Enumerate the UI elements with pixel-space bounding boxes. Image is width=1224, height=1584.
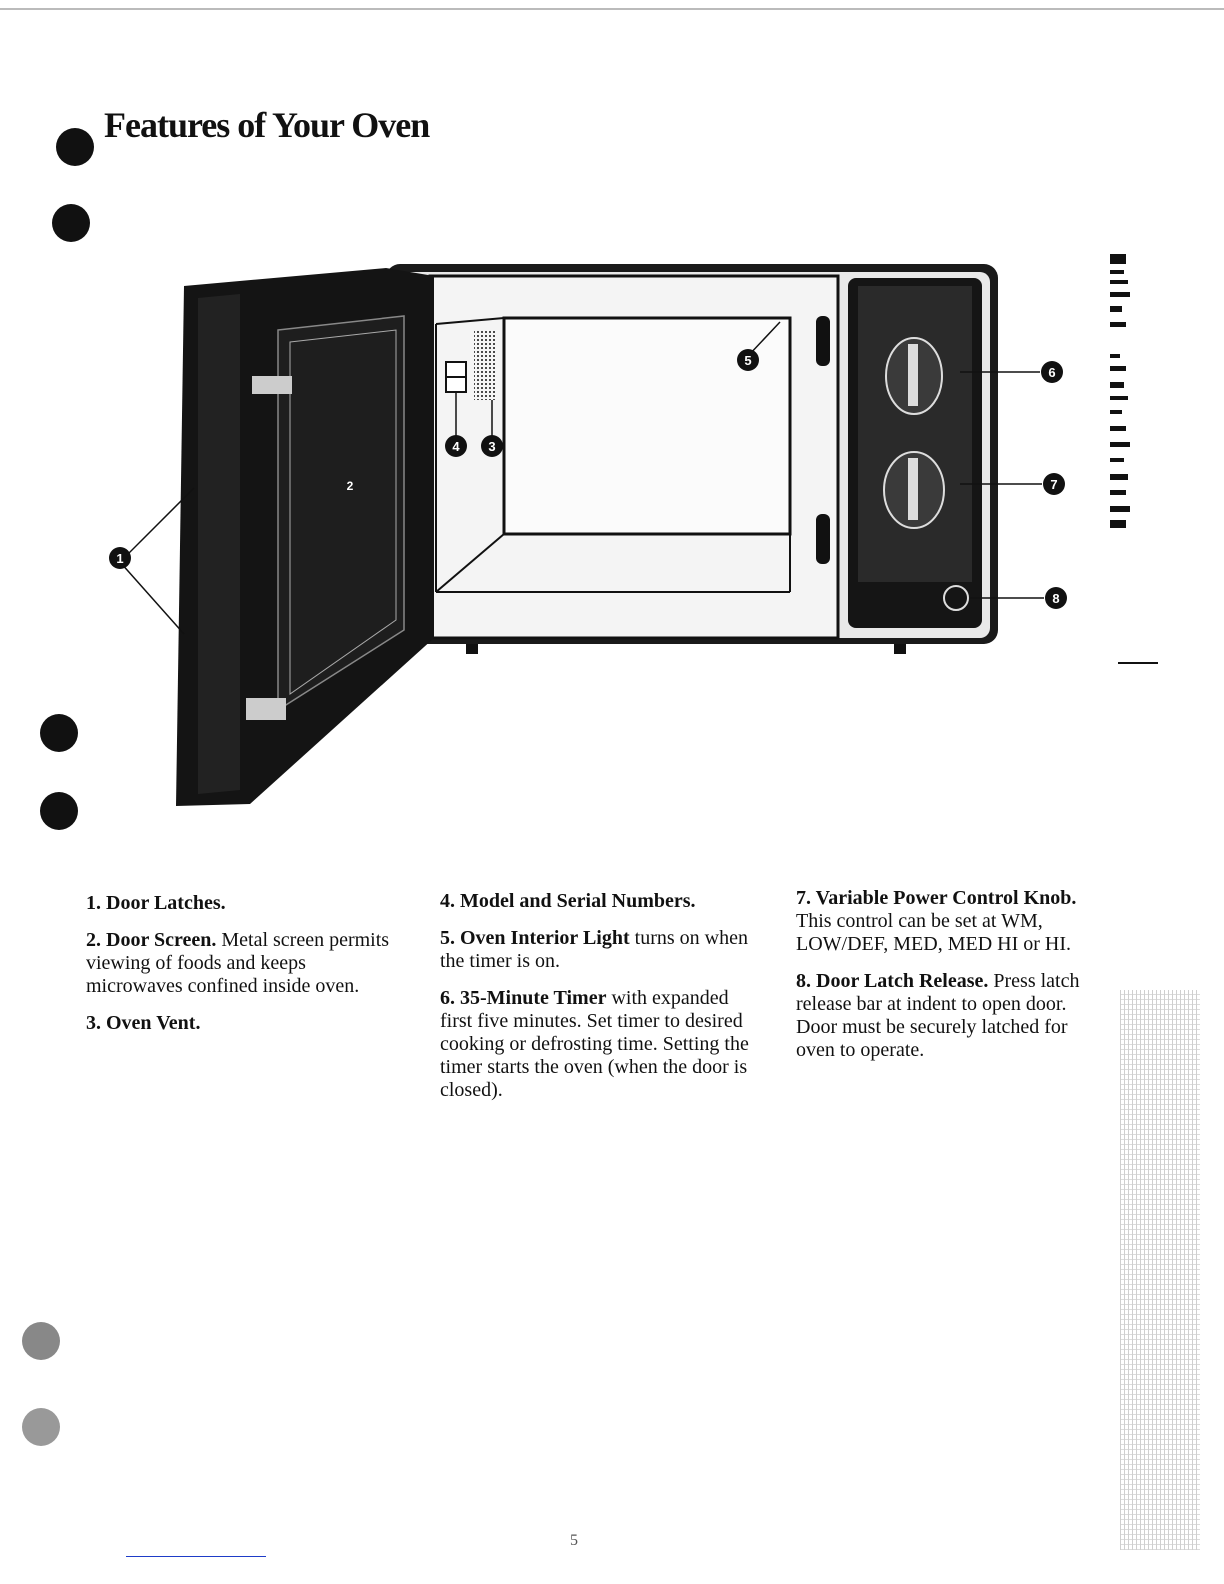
feature-item-1: 1. Door Latches. xyxy=(86,892,226,914)
binder-hole-icon xyxy=(52,204,90,242)
feature-item-8: 8. Door Latch Release. Press latch relea… xyxy=(796,970,1080,1061)
binder-hole-icon xyxy=(22,1408,60,1446)
feature-item-4: 4. Model and Serial Numbers. xyxy=(440,890,696,912)
callout-2: 2 xyxy=(347,479,354,493)
scan-edge-marks xyxy=(1110,254,1130,528)
scan-bottom-mark xyxy=(126,1556,266,1557)
binder-hole-icon xyxy=(56,128,94,166)
scan-edge-dash xyxy=(1118,662,1158,664)
callout-badge xyxy=(1045,587,1067,609)
feature-item-2: 2. Door Screen. Metal screen permits vie… xyxy=(86,929,390,997)
page-title: Features of Your Oven xyxy=(104,105,430,145)
oven-diagram: 1 2 3 4 5 6 7 8 xyxy=(109,264,1067,806)
callout-7: 7 xyxy=(1050,477,1057,492)
features-column-3: 7. Variable Power Control Knob. This con… xyxy=(796,887,1106,1076)
feature-item-6: 6. 35-Minute Timer with expanded first f… xyxy=(440,987,749,1101)
callout-6: 6 xyxy=(1048,365,1055,380)
feature-item-3: 3. Oven Vent. xyxy=(86,1012,201,1034)
callout-3: 3 xyxy=(488,439,495,454)
callout-badge xyxy=(1043,473,1065,495)
callout-badge xyxy=(445,435,467,457)
callout-4: 4 xyxy=(452,439,460,454)
callout-badge xyxy=(1041,361,1063,383)
page-number: 5 xyxy=(570,1532,578,1549)
scan-top-edge xyxy=(0,8,1224,10)
callout-5: 5 xyxy=(744,353,751,368)
features-column-1: 1. Door Latches. 2. Door Screen. Metal s… xyxy=(86,892,396,1049)
feature-item-7: 7. Variable Power Control Knob. This con… xyxy=(796,887,1077,955)
binder-hole-icon xyxy=(22,1322,60,1360)
features-column-2: 4. Model and Serial Numbers. 5. Oven Int… xyxy=(440,890,760,1116)
callout-8: 8 xyxy=(1052,591,1059,606)
callout-badge xyxy=(109,547,131,569)
binder-hole-icon xyxy=(40,792,78,830)
feature-item-5: 5. Oven Interior Light turns on when the… xyxy=(440,927,748,972)
callout-1: 1 xyxy=(116,551,123,566)
callout-badge xyxy=(481,435,503,457)
binder-hole-icon xyxy=(40,714,78,752)
callout-badge xyxy=(737,349,759,371)
scan-speckle xyxy=(1120,990,1200,1550)
